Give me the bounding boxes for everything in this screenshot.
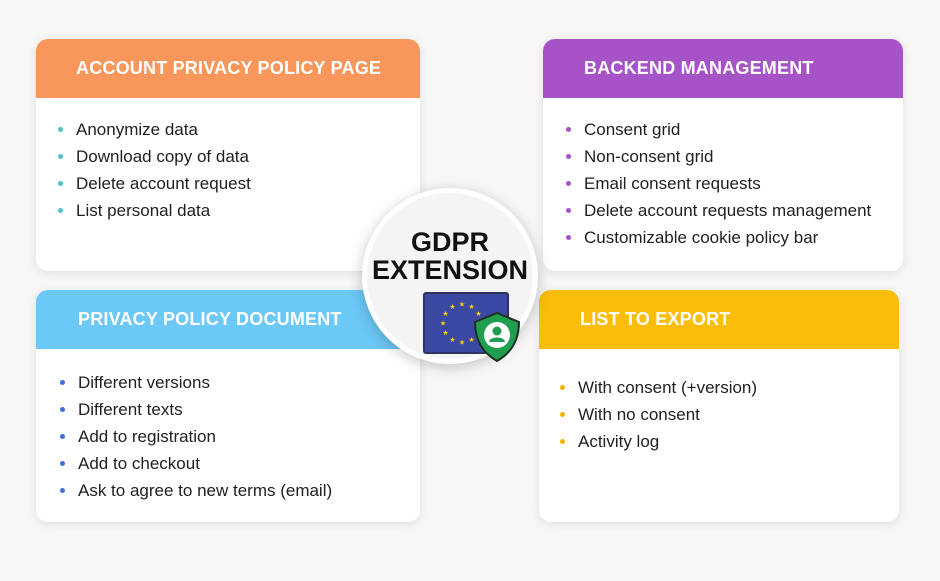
list-item: Add to checkout [58,450,420,477]
bullet-dot [58,127,63,132]
list-item: Email consent requests [564,170,903,197]
badge-title-line2: EXTENSION [371,255,529,285]
list-item-label: List personal data [76,201,211,220]
backend-management-title: BACKEND MANAGEMENT [543,39,903,98]
list-item: Download copy of data [56,143,420,170]
list-item: Different texts [58,396,420,423]
bullet-dot [58,181,63,186]
list-item-label: Delete account request [76,174,251,193]
bullet-dot [566,208,571,213]
backend-management-card: BACKEND MANAGEMENT Consent grid Non-cons… [543,39,903,271]
list-item: Anonymize data [56,116,420,143]
list-item: Add to registration [58,423,420,450]
list-item-label: Download copy of data [76,147,249,166]
list-item: With no consent [558,401,899,428]
list-item: Delete account requests management [564,197,903,224]
bullet-dot [560,385,565,390]
bullet-dot [566,181,571,186]
list-item-label: Delete account requests management [584,201,872,220]
bullet-dot [560,439,565,444]
privacy-policy-document-title: PRIVACY POLICY DOCUMENT [36,290,420,349]
eu-star-icon: ★ [459,339,465,347]
list-to-export-card: LIST TO EXPORT With consent (+version) W… [539,290,899,522]
account-privacy-policy-card: ACCOUNT PRIVACY POLICY PAGE Anonymize da… [36,39,420,271]
list-item: Different versions [58,369,420,396]
backend-management-list: Consent grid Non-consent grid Email cons… [543,98,903,251]
list-item-label: Non-consent grid [584,147,714,166]
privacy-policy-document-card: PRIVACY POLICY DOCUMENT Different versio… [36,290,420,522]
bullet-dot [60,407,65,412]
list-item-label: Add to registration [78,427,216,446]
list-item: List personal data [56,197,420,224]
list-to-export-list: With consent (+version) With no consent … [539,349,899,455]
list-item-label: Different texts [78,400,183,419]
bullet-dot [60,461,65,466]
list-item-label: Ask to agree to new terms (email) [78,481,333,500]
account-privacy-policy-list: Anonymize data Download copy of data Del… [36,98,420,224]
bullet-dot [60,434,65,439]
privacy-policy-document-list: Different versions Different texts Add t… [36,349,420,504]
list-item: With consent (+version) [558,374,899,401]
list-item: Delete account request [56,170,420,197]
eu-star-icon: ★ [468,336,474,344]
eu-star-icon: ★ [442,329,448,337]
eu-star-icon: ★ [440,320,446,328]
badge-title-line1: GDPR [410,227,489,257]
eu-star-icon: ★ [475,310,481,318]
eu-star-icon: ★ [468,303,474,311]
list-item-label: Email consent requests [584,174,761,193]
bullet-dot [566,235,571,240]
bullet-dot [60,380,65,385]
list-item-label: Customizable cookie policy bar [584,228,819,247]
eu-star-icon: ★ [449,303,455,311]
list-item-label: Activity log [578,432,660,451]
bullet-dot [566,154,571,159]
list-item: Customizable cookie policy bar [564,224,903,251]
eu-star-icon: ★ [449,336,455,344]
bullet-dot [566,127,571,132]
list-item-label: With consent (+version) [578,378,758,397]
list-item: Non-consent grid [564,143,903,170]
list-item: Activity log [558,428,899,455]
list-item: Consent grid [564,116,903,143]
account-privacy-policy-title: ACCOUNT PRIVACY POLICY PAGE [36,39,420,98]
bullet-dot [560,412,565,417]
list-item: Ask to agree to new terms (email) [58,477,420,504]
list-item-label: Add to checkout [78,454,200,473]
eu-star-icon: ★ [442,310,448,318]
bullet-dot [58,208,63,213]
bullet-dot [58,154,63,159]
list-item-label: Different versions [78,373,210,392]
eu-star-icon: ★ [459,301,465,309]
gdpr-extension-badge: GDPR EXTENSION ★★★★★★★★★★★★ [362,188,538,364]
bullet-dot [60,488,65,493]
list-item-label: With no consent [578,405,700,424]
list-item-label: Anonymize data [76,120,198,139]
list-to-export-title: LIST TO EXPORT [539,290,899,349]
eu-flag-shield-user-icon: ★★★★★★★★★★★★ [423,292,521,363]
list-item-label: Consent grid [584,120,681,139]
